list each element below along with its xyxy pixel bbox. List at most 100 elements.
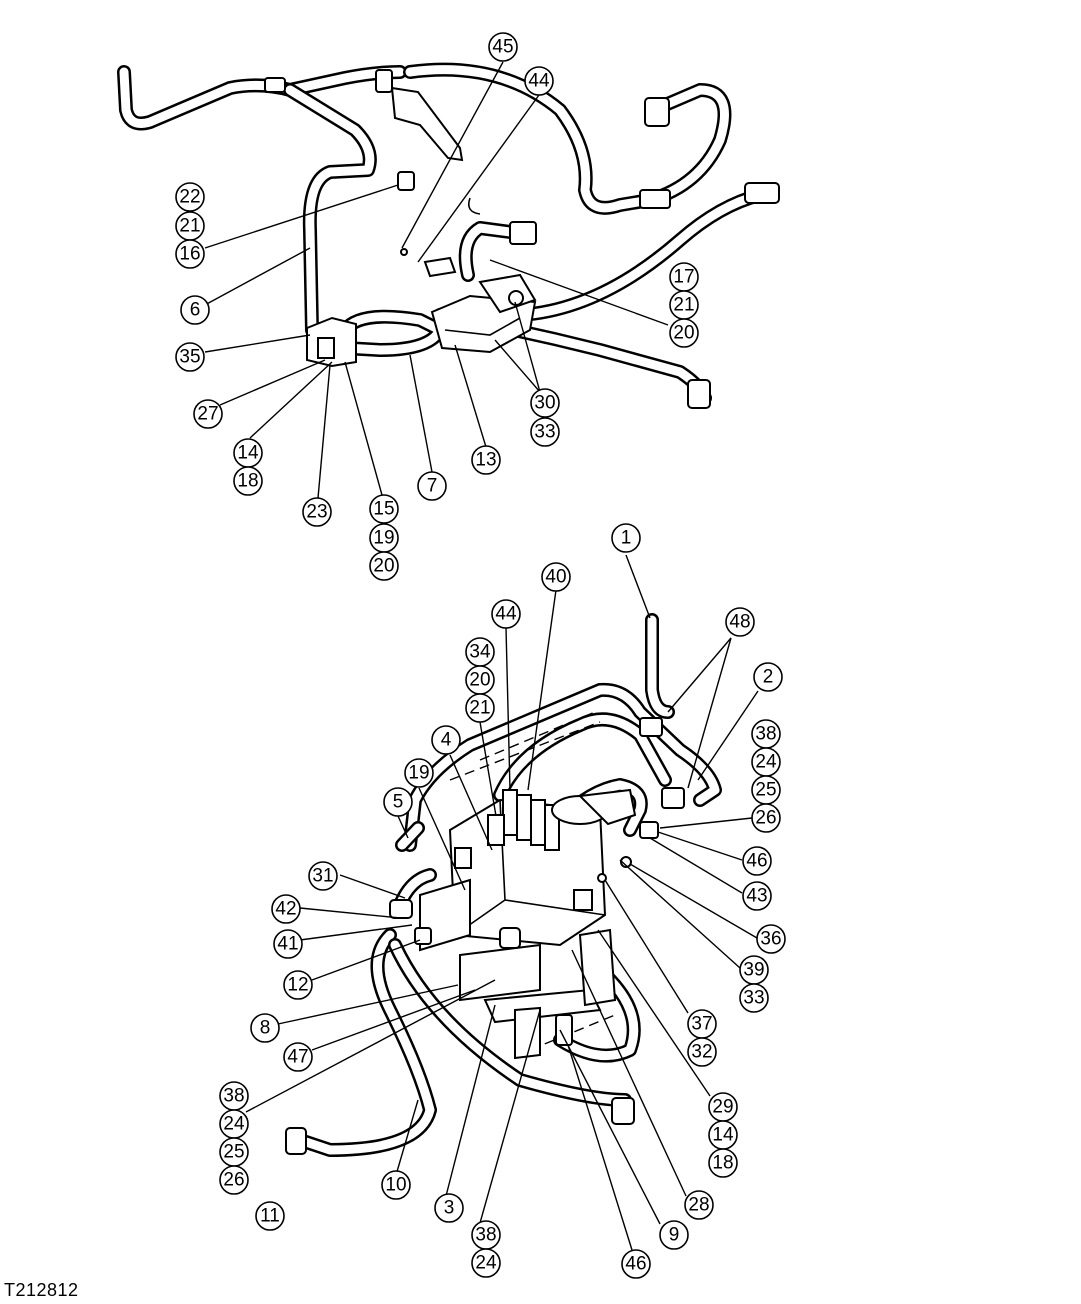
callout-number: 43 xyxy=(746,886,767,907)
figure-id-label: T212812 xyxy=(4,1280,79,1300)
callout-bubble: 37 xyxy=(687,1009,717,1039)
callout-bubble: 27 xyxy=(193,399,223,429)
callout-bubble: 3 xyxy=(434,1193,464,1223)
callout-bubble: 24 xyxy=(219,1109,249,1139)
callout-bubble: 35 xyxy=(175,342,205,372)
callout-bubble: 25 xyxy=(751,775,781,805)
callout-number: 24 xyxy=(755,752,777,773)
upper-hose-assembly xyxy=(117,62,780,409)
callout-number: 21 xyxy=(673,295,694,316)
callout-bubble: 42 xyxy=(271,894,301,924)
callout-number: 25 xyxy=(755,780,776,801)
callout-bubble: 12 xyxy=(283,970,313,1000)
callout-number: 1 xyxy=(621,528,632,549)
callout-bubble: 20 xyxy=(369,551,399,581)
callout-number: 38 xyxy=(475,1225,496,1246)
callout-bubble: 33 xyxy=(739,983,769,1013)
callout-number: 19 xyxy=(408,763,429,784)
callout-number: 18 xyxy=(712,1153,733,1174)
callout-number: 20 xyxy=(373,556,394,577)
callout-number: 29 xyxy=(712,1097,733,1118)
callout-number: 46 xyxy=(625,1254,646,1275)
callout-number: 24 xyxy=(475,1253,497,1274)
callout-bubble: 21 xyxy=(175,211,205,241)
callout-bubble: 18 xyxy=(708,1148,738,1178)
callout-number: 16 xyxy=(179,244,200,265)
callout-number: 26 xyxy=(223,1170,244,1191)
callout-bubble: 41 xyxy=(273,929,303,959)
callout-number: 38 xyxy=(755,724,776,745)
callout-number: 40 xyxy=(545,567,566,588)
callout-number: 14 xyxy=(237,443,259,464)
callout-number: 8 xyxy=(260,1018,271,1039)
callout-number: 20 xyxy=(673,323,694,344)
callout-number: 18 xyxy=(237,471,258,492)
callout-number: 32 xyxy=(691,1042,712,1063)
callout-number: 21 xyxy=(469,698,490,719)
callout-bubble: 20 xyxy=(669,318,699,348)
callout-bubble: 15 xyxy=(369,494,399,524)
callout-number: 42 xyxy=(275,899,296,920)
callout-number: 13 xyxy=(475,450,496,471)
callout-bubble: 28 xyxy=(684,1190,714,1220)
callout-number: 2 xyxy=(763,667,774,688)
callout-bubble: 5 xyxy=(383,787,413,817)
leader-lines xyxy=(202,61,759,1251)
callout-bubble: 36 xyxy=(756,924,786,954)
callout-bubble: 26 xyxy=(751,803,781,833)
callout-bubble: 44 xyxy=(491,599,521,629)
callout-bubble: 40 xyxy=(541,562,571,592)
callout-number: 25 xyxy=(223,1142,244,1163)
callout-number: 27 xyxy=(197,404,218,425)
callout-bubble: 17 xyxy=(669,262,699,292)
callout-number: 36 xyxy=(760,929,781,950)
callout-number: 12 xyxy=(287,975,308,996)
callout-number: 46 xyxy=(746,851,767,872)
callout-number: 17 xyxy=(673,267,694,288)
callout-number: 3 xyxy=(444,1198,455,1219)
callout-bubble: 8 xyxy=(250,1013,280,1043)
callout-bubble: 22 xyxy=(175,182,205,212)
callout-number: 11 xyxy=(260,1206,280,1227)
callout-bubble: 7 xyxy=(417,471,447,501)
callout-number: 37 xyxy=(691,1014,712,1035)
callout-bubble: 18 xyxy=(233,466,263,496)
callout-bubble: 31 xyxy=(308,861,338,891)
callout-bubble: 9 xyxy=(659,1220,689,1250)
lower-valve-assembly xyxy=(285,613,722,1157)
callout-bubble: 43 xyxy=(742,881,772,911)
callout-number: 44 xyxy=(528,71,550,92)
callout-bubble: 38 xyxy=(471,1220,501,1250)
callout-bubble: 38 xyxy=(219,1081,249,1111)
callout-bubble: 25 xyxy=(219,1137,249,1167)
callout-bubble: 24 xyxy=(751,747,781,777)
callout-number: 10 xyxy=(385,1175,406,1196)
callout-bubble: 30 xyxy=(530,388,560,418)
callout-number: 38 xyxy=(223,1086,244,1107)
callout-bubble: 20 xyxy=(465,665,495,695)
callout-bubble: 29 xyxy=(708,1092,738,1122)
callout-bubble: 2 xyxy=(753,662,783,692)
callout-bubble: 6 xyxy=(180,295,210,325)
callout-number: 34 xyxy=(469,642,491,663)
callout-number: 24 xyxy=(223,1114,245,1135)
callout-number: 39 xyxy=(743,960,764,981)
callout-bubble: 14 xyxy=(708,1120,738,1150)
callout-number: 26 xyxy=(755,808,776,829)
callout-bubble: 47 xyxy=(283,1042,313,1072)
callout-number: 6 xyxy=(190,300,201,321)
callout-bubble: 4 xyxy=(431,725,461,755)
callout-bubble: 21 xyxy=(669,290,699,320)
callout-number: 23 xyxy=(306,502,327,523)
callout-number: 47 xyxy=(287,1047,308,1068)
callout-number: 21 xyxy=(179,216,200,237)
callout-bubble: 1 xyxy=(611,523,641,553)
callout-bubble: 19 xyxy=(404,758,434,788)
callout-number: 5 xyxy=(393,792,404,813)
callout-bubble: 13 xyxy=(471,445,501,475)
callout-number: 22 xyxy=(179,187,200,208)
callout-bubble: 21 xyxy=(465,693,495,723)
callout-bubble: 23 xyxy=(302,497,332,527)
